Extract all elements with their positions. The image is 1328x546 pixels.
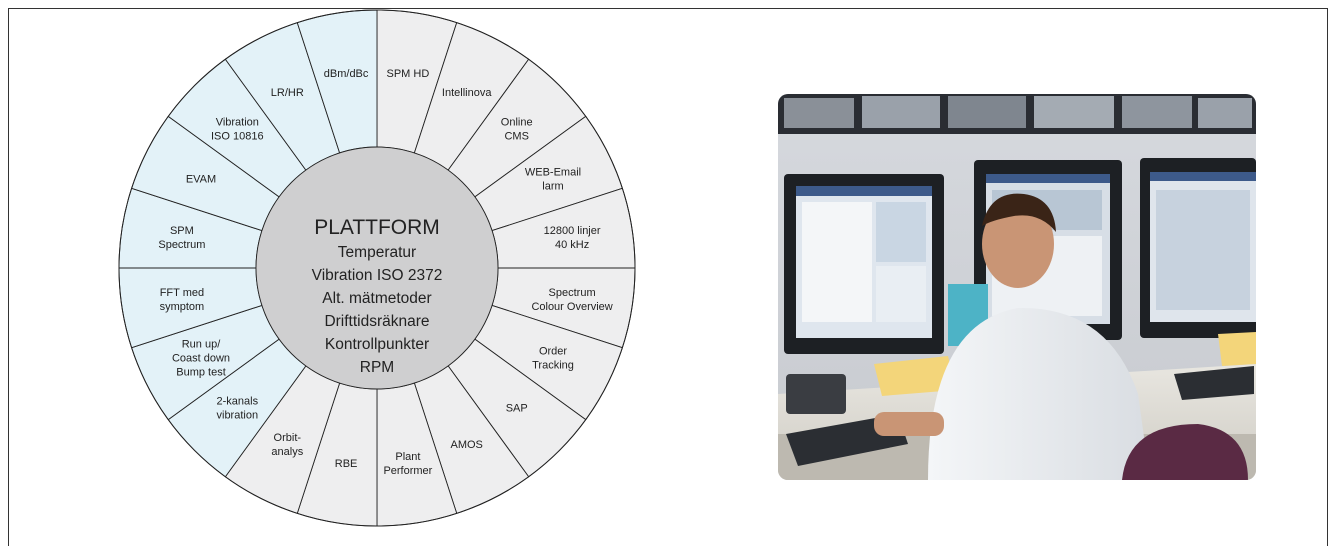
wheel-segment-label: SAP [506,403,528,415]
wheel-segment-label-line: EVAM [186,173,216,185]
wheel-segment-label-line: AMOS [450,439,482,451]
center-title: PLATTFORM [314,216,440,239]
center-line-temperatur: Temperatur [338,244,416,261]
wheel-segment-label-line: Online [501,116,533,128]
wheel-segment-label-line: Plant [395,451,420,463]
center-circle [255,146,499,390]
wheel-outer-ring [118,9,636,527]
wheel-segment-label: AMOS [450,439,482,451]
wheel-segment-label: LR/HR [271,87,304,99]
center-line-kontrollpunkter: Kontrollpunkter [325,336,429,353]
wheel-segment-label: RBE [335,458,358,470]
wheel-segment-label-line: ISO 10816 [211,130,264,142]
wheel-segment-label-line: SPM HD [387,68,430,80]
wheel-segment-label-line: LR/HR [271,87,304,99]
wheel-segment-label: SPM HD [387,68,430,80]
wheel-segment-label-line: SPM [170,225,194,237]
wheel-segment-label-line: Bump test [176,367,226,379]
control-room-photo [778,94,1256,480]
wheel-segment-label-line: 40 kHz [555,239,589,251]
center-label-group: PLATTFORM Temperatur Vibration ISO 2372 … [312,216,443,376]
wheel-segment-label: WEB-Email larm [525,166,581,192]
wheel-segment-label: 12800 linjer 40 kHz [544,225,601,251]
wheel-segment-label-line: 2-kanals [217,396,259,408]
center-line-alt-matmetoder: Alt. mätmetoder [322,290,431,307]
wheel-segment-label: Intellinova [442,87,492,99]
wheel-segment-label-line: Spectrum [158,239,205,251]
center-line-vibration-iso: Vibration ISO 2372 [312,267,443,284]
wheel-segment-label-line: CMS [504,130,528,142]
wheel-segment-label-line: Intellinova [442,87,492,99]
wheel-segment-label-line: symptom [160,301,205,313]
wheel-segment-label: FFT med symptom [160,287,205,313]
wheel-segment-label-line: Colour Overview [531,301,612,313]
wheel-segment-label: SPM Spectrum [158,225,205,251]
wheel-segment-label-line: Run up/ [182,339,221,351]
wheel-segment-label: 2-kanals vibration [217,396,259,422]
wheel-segment-label: EVAM [186,173,216,185]
wheel-segment-label-line: Vibration [216,116,259,128]
center-line-drifttidsraknare: Drifttidsräknare [324,313,429,330]
wheel-segment-label-line: analys [271,446,303,458]
wheel-segment-label: dBm/dBc [324,68,369,80]
wheel-segment-label-line: larm [542,180,563,192]
wheel-segment-label-line: vibration [217,410,259,422]
wheel-segment-label-line: SAP [506,403,528,415]
wheel-segment-label-line: Order [539,346,567,358]
wheel-segment-label-line: Tracking [532,360,574,372]
wheel-segment-label-line: Coast down [172,353,230,365]
wheel-segment-label-line: 12800 linjer [544,225,601,237]
wheel-segment-label-line: Orbit- [274,432,302,444]
wheel-segment-label-line: Spectrum [549,287,596,299]
wheel-segment-label-line: Performer [383,465,432,477]
wheel-segment-label-line: FFT med [160,287,204,299]
wheel-segment-label-line: WEB-Email [525,166,581,178]
wheel-segment-label-line: RBE [335,458,358,470]
wheel-segment-label-line: dBm/dBc [324,68,369,80]
center-line-rpm: RPM [360,359,394,376]
wheel-segment-label: Orbit-analys [271,432,303,458]
control-room-photo-icon [778,94,1256,480]
